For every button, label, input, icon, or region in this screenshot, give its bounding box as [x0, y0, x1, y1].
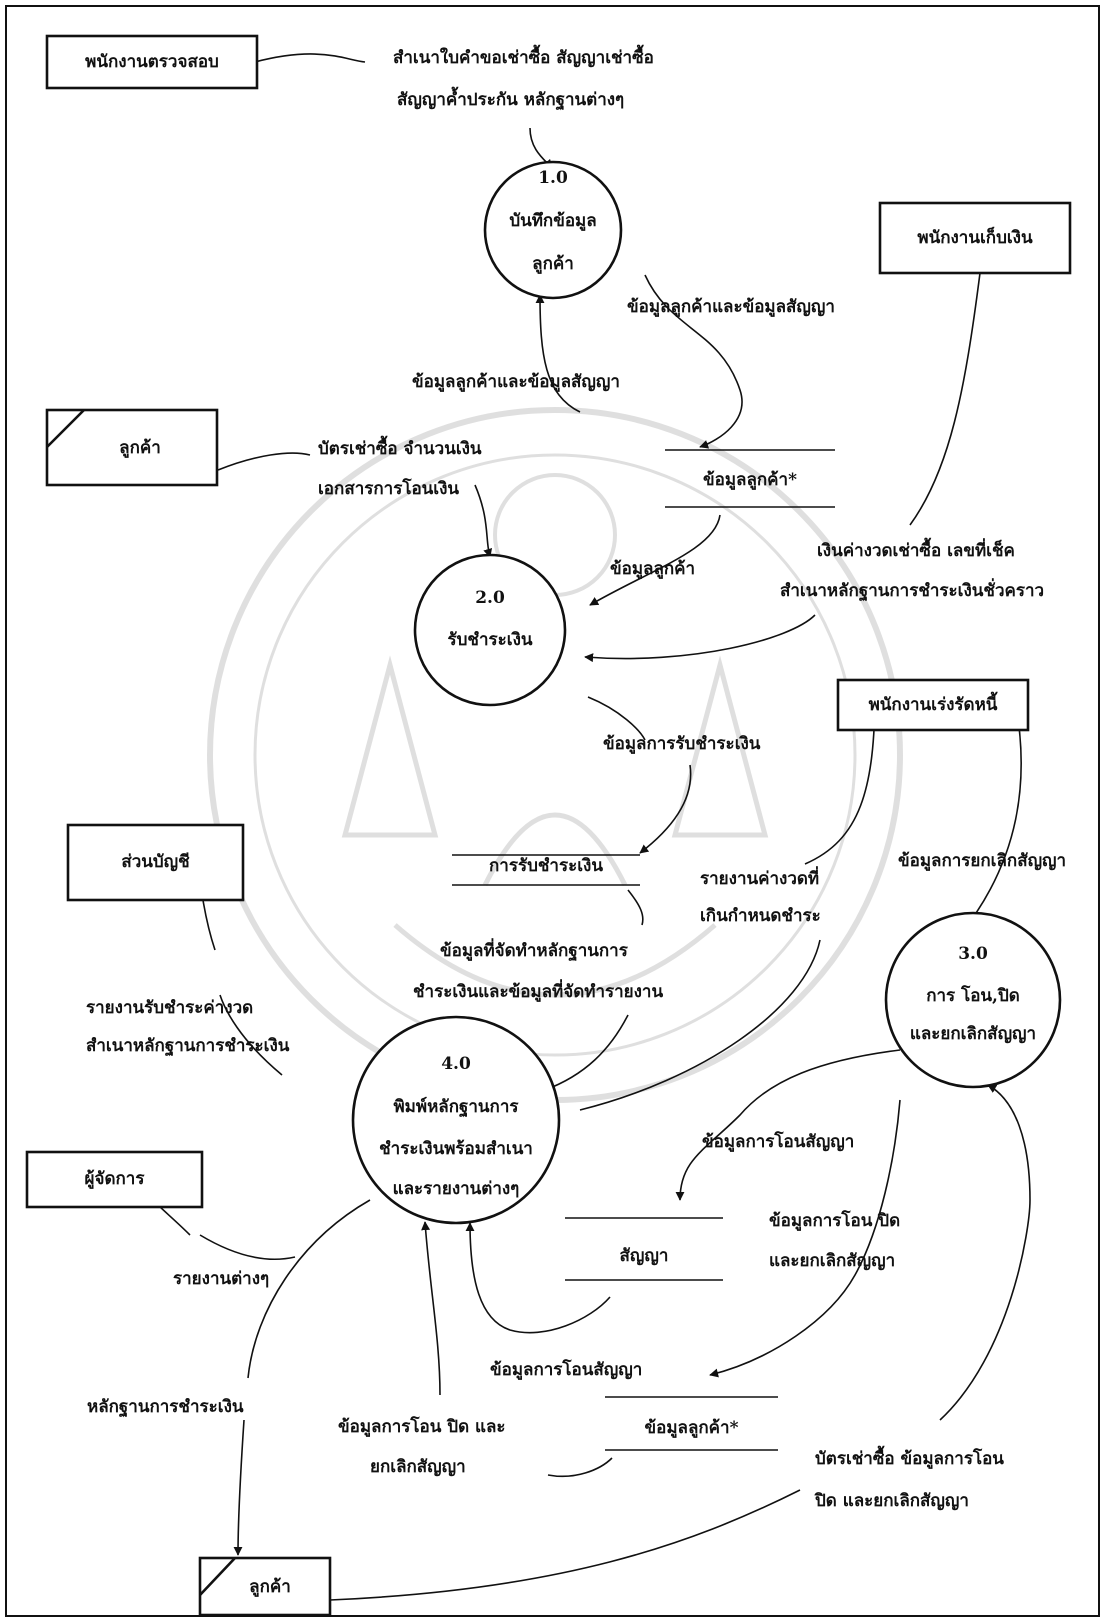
flow-overdue-label-2: เกินกำหนดชำระ	[700, 906, 821, 926]
entity-debt-officer-box	[836, 678, 1030, 732]
flow-payment-store-to-receipt-data	[627, 889, 644, 926]
entity-customer-bottom-slash	[199, 1557, 236, 1596]
flow-payment-data-label: ข้อมูลการรับชำระเงิน	[603, 734, 761, 754]
flow-customer-payment-label-2: เอกสารการโอนเงิน	[318, 479, 460, 499]
flow-p3-to-customer-store-2	[709, 1099, 901, 1378]
flow-collector-payment-label-2: สำเนาหลักฐานการชำระเงินชั่วคราว	[780, 581, 1045, 601]
flow-collector-payment-label-1: เงินค่างวดเช่าซื้อ เลขที่เช็ค	[817, 541, 1015, 561]
process-3-circle	[884, 911, 1062, 1089]
flow-customer-store-to-p1	[535, 294, 581, 413]
process-4-line-1: พิมพ์หลักฐานการ	[393, 1097, 519, 1117]
entity-customer-top-label: ลูกค้า	[119, 438, 161, 458]
process-2-line-1: รับชำระเงิน	[447, 630, 533, 650]
entity-accounting-box	[66, 823, 245, 902]
flow-customer-store-2-to-p4	[547, 1457, 613, 1478]
flow-store-to-p2	[589, 514, 721, 606]
flow-receipt-data-label-1: ข้อมูลที่จัดทำหลักฐานการ	[440, 941, 628, 961]
entity-customer-top-box	[45, 408, 219, 487]
process-1-number: 1.0	[538, 168, 568, 188]
flow-transfer-1-label: ข้อมูลการโอนสัญญา	[702, 1132, 855, 1152]
flow-customer-payment-label-1: บัตรเช่าซื้อ จำนวนเงิน	[318, 439, 482, 459]
process-4-line-3: และรายงานต่างๆ	[392, 1179, 520, 1199]
entity-customer-bottom-box	[198, 1556, 332, 1617]
process-2-circle	[413, 553, 567, 707]
flow-receipt-data-label-2: ชำระเงินและข้อมูลที่จัดทำรายงาน	[413, 982, 664, 1002]
entity-inspector-label: พนักงานตรวจสอบ	[85, 52, 219, 72]
flow-p4-to-customer-bottom	[238, 1199, 371, 1555]
flow-accounting-label-1: รายงานรับชำระค่างวด	[86, 998, 254, 1018]
process-1-line-1: บันทึกข้อมูล	[509, 211, 597, 231]
flow-store-to-p1-label: ข้อมูลลูกค้าและข้อมูลสัญญา	[412, 372, 620, 392]
process-4-number: 4.0	[441, 1054, 471, 1074]
flow-customer-card-label-1: บัตรเช่าซื้อ ข้อมูลการโอน	[815, 1449, 1004, 1469]
store-payment-label: การรับชำระเงิน	[489, 856, 603, 876]
flow-p2-to-payment-store	[587, 696, 692, 853]
flow-transfer-close-2-label-1: ข้อมูลการโอน ปิด และ	[338, 1417, 506, 1437]
flow-overdue-label-1: รายงานค่างวดที่	[700, 869, 820, 889]
flow-accounting-label-2: สำเนาหลักฐานการชำระเงิน	[86, 1036, 290, 1056]
flow-debt-to-p3	[959, 699, 1022, 936]
flow-cancel-label: ข้อมูลการยกเลิกสัญญา	[898, 851, 1067, 871]
flow-store-to-p2-label: ข้อมูลลูกค้า	[610, 559, 696, 579]
flow-inspector-to-p1	[254, 53, 366, 63]
page-frame	[5, 5, 1100, 1617]
entity-customer-bottom-label: ลูกค้า	[249, 1577, 291, 1597]
store-customer-1-label: ข้อมูลลูกค้า*	[703, 470, 797, 490]
entity-collector-label: พนักงานเก็บเงิน	[917, 228, 1033, 248]
entity-debt-officer-label: พนักงานเร่งรัดหนี้	[868, 695, 998, 715]
store-customer-2-label: ข้อมูลลูกค้า*	[644, 1418, 739, 1438]
flow-customer-card-to-p3	[939, 1084, 1031, 1421]
process-3-number: 3.0	[958, 944, 988, 964]
entity-collector-box	[878, 201, 1072, 275]
flow-contract-store-to-p4	[465, 1222, 611, 1334]
flow-p3-to-contract-store	[675, 1049, 901, 1201]
flow-inspector-label-1: สำเนาใบคำขอเช่าซื้อ สัญญาเช่าซื้อ	[393, 48, 654, 68]
process-4-line-2: ชำระเงินพร้อมสำเนา	[379, 1139, 533, 1159]
process-3-line-2: และยกเลิกสัญญา	[909, 1024, 1037, 1044]
flow-p4-to-manager-a	[199, 1234, 296, 1261]
flow-customer-to-p2	[217, 452, 490, 557]
process-2-number: 2.0	[475, 588, 505, 608]
process-3-line-1: การ โอน,ปิด	[926, 986, 1020, 1006]
process-1-line-2: ลูกค้า	[532, 254, 574, 274]
flow-reports-label: รายงานต่างๆ	[173, 1269, 270, 1289]
flow-inspector-label-2: สัญญาค้ำประกัน หลักฐานต่างๆ	[397, 90, 625, 110]
flow-customer-bottom-to-card	[329, 1489, 801, 1601]
process-1-circle	[483, 160, 623, 300]
flow-collector-to-p2	[584, 614, 816, 663]
flow-receipt-label: หลักฐานการชำระเงิน	[87, 1397, 244, 1417]
entity-manager-box	[25, 1150, 204, 1209]
entity-inspector-box	[45, 34, 259, 90]
flow-collector-line	[909, 272, 981, 526]
flow-p1-to-store-label: ข้อมูลลูกค้าและข้อมูลสัญญา	[627, 297, 835, 317]
flow-transfer-close-2-label-2: ยกเลิกสัญญา	[370, 1457, 466, 1477]
flow-p1-to-customer-store	[644, 274, 743, 449]
flow-overdue-to-p4	[579, 939, 821, 1111]
store-contract-label: สัญญา	[619, 1246, 669, 1266]
flow-transfer-close-1-label-1: ข้อมูลการโอน ปิด	[769, 1211, 901, 1231]
flow-receipt-data-to-p4	[544, 1014, 629, 1092]
flow-transfer-2-label: ข้อมูลการโอนสัญญา	[490, 1360, 643, 1380]
flow-contract-data-to-p4	[421, 1221, 441, 1396]
entity-customer-top-slash	[46, 409, 85, 448]
entity-accounting-label: ส่วนบัญชี	[121, 852, 190, 872]
entity-manager-label: ผู้จัดการ	[84, 1169, 145, 1189]
flow-transfer-close-1-label-2: และยกเลิกสัญญา	[769, 1251, 896, 1271]
flow-customer-card-label-2: ปิด และยกเลิกสัญญา	[815, 1491, 969, 1511]
flow-p4-to-accounting-a	[219, 994, 283, 1076]
process-4-circle	[351, 1015, 561, 1225]
